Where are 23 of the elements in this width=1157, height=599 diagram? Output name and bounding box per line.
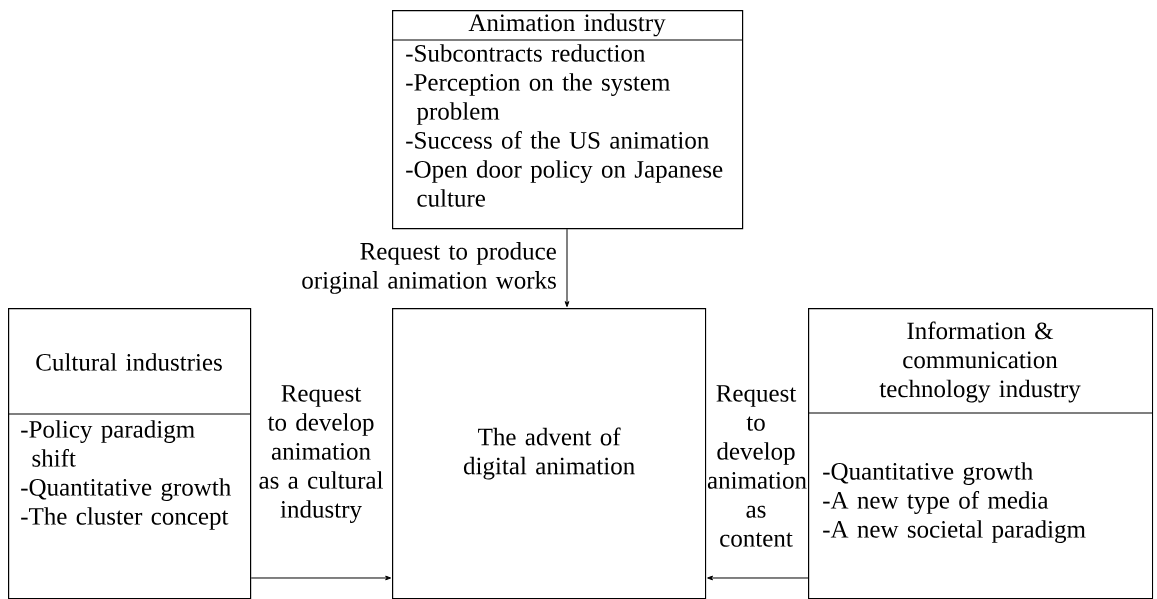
box-heading: Animation industry — [468, 13, 666, 37]
list-item: -Success of the US animation — [406, 130, 709, 149]
list-item: -Policy paradigm shift — [21, 420, 195, 467]
edge-label: Request to develop animation as content — [707, 385, 807, 547]
box-heading: Information & communication technology industry — [879, 321, 1081, 403]
category-box — [391, 10, 744, 230]
list-item: -Perception on the system problem — [406, 73, 671, 125]
list-item: -Subcontracts reduction — [406, 44, 646, 62]
list-item: -Open door policy on Japanese culture — [406, 160, 723, 207]
edge-label: Request to produce original animation works — [302, 242, 556, 294]
arrow — [564, 228, 570, 308]
list-item: -Quantitative growth — [823, 462, 1033, 485]
edge-label: Request to develop animation as a cultural industry — [259, 385, 383, 523]
list-item: -A new societal paradigm — [823, 520, 1086, 543]
arrow — [707, 575, 809, 581]
list-item: -A new type of media — [823, 490, 1049, 514]
list-item: -Quantitative growth — [21, 478, 231, 501]
box: The advent of digital animation — [392, 308, 707, 599]
list-item: -The cluster concept — [21, 507, 229, 530]
box-heading: Cultural industries — [36, 353, 222, 371]
category-box — [7, 308, 252, 599]
category-box — [807, 308, 1154, 599]
arrow — [250, 575, 392, 581]
